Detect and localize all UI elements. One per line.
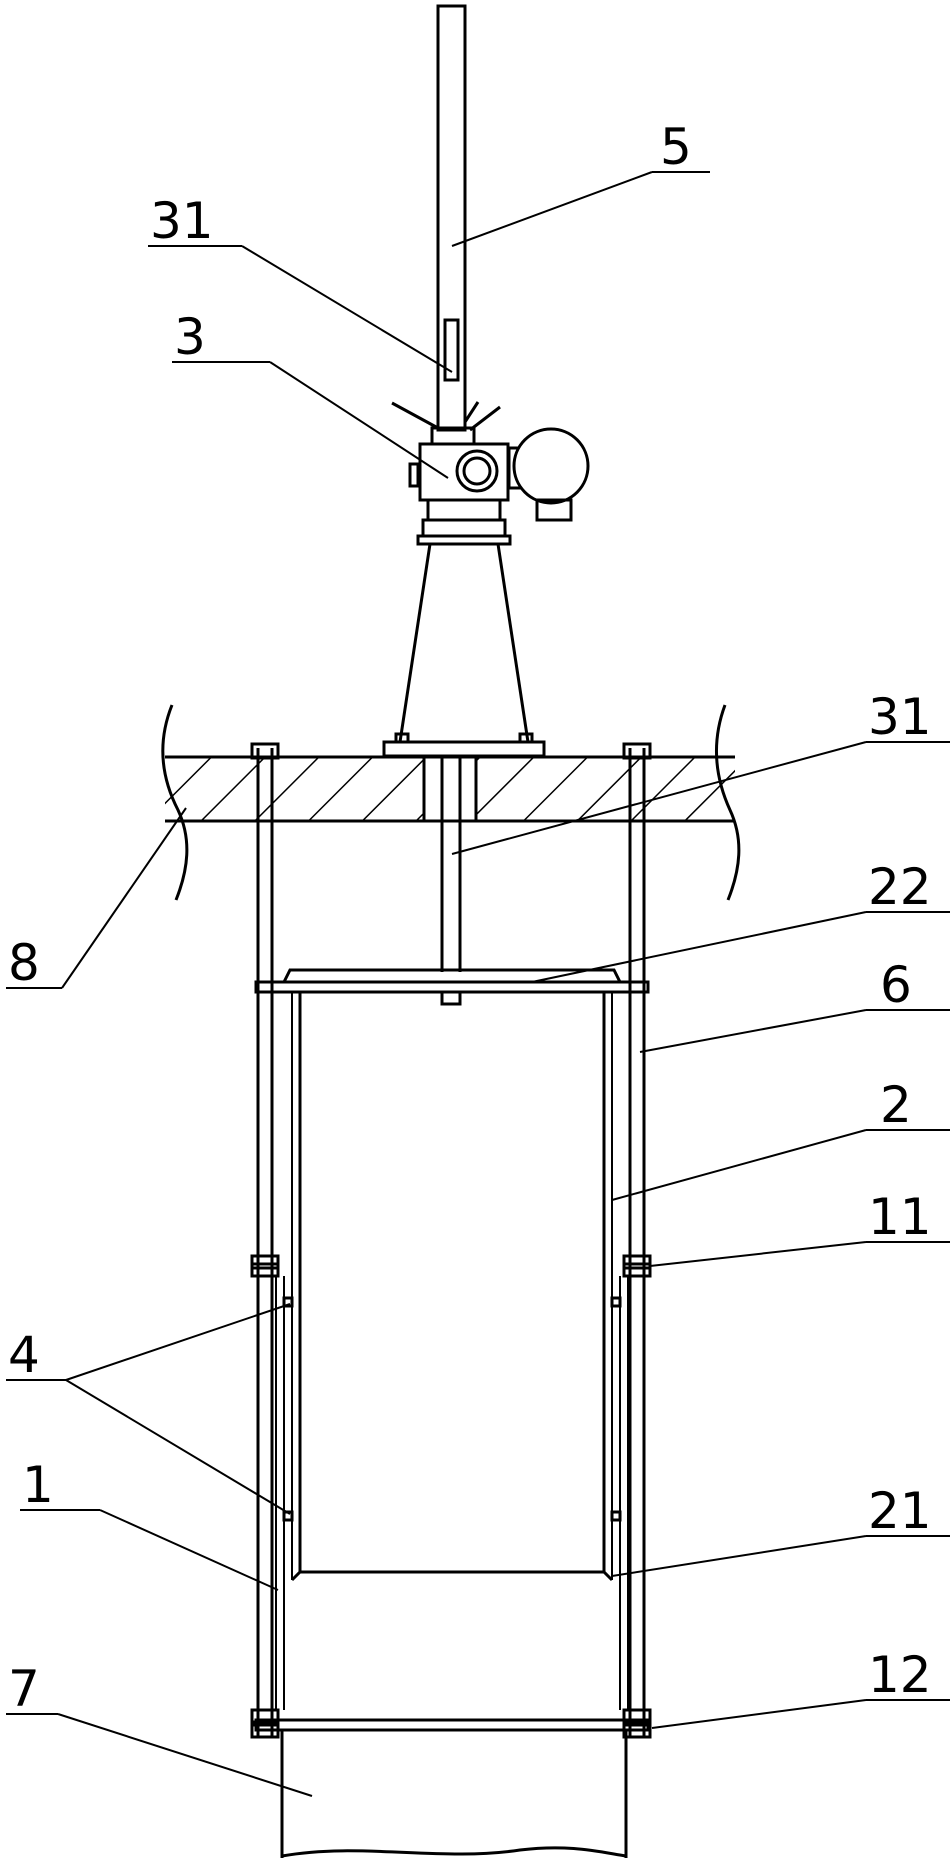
label-11: 11 xyxy=(868,1188,932,1246)
concrete-slab xyxy=(161,704,741,901)
actuator xyxy=(391,401,590,546)
label-21: 21 xyxy=(868,1482,932,1540)
reference-numerals: 5 31 3 31 22 8 6 2 11 4 1 21 12 7 xyxy=(8,118,932,1718)
bottom-flange xyxy=(254,1718,650,1732)
outer-sleeve xyxy=(275,1276,629,1710)
label-12: 12 xyxy=(868,1646,932,1704)
gate-top-plate xyxy=(254,968,650,1006)
stem xyxy=(440,756,462,972)
label-6: 6 xyxy=(880,956,912,1014)
label-7: 7 xyxy=(8,1660,40,1718)
label-22: 22 xyxy=(868,858,932,916)
tie-rod-left xyxy=(250,742,280,1739)
label-4: 4 xyxy=(8,1326,40,1384)
pipe xyxy=(280,1730,628,1858)
label-8: 8 xyxy=(8,934,40,992)
label-31-top: 31 xyxy=(150,192,214,250)
bracket xyxy=(382,543,546,758)
label-2: 2 xyxy=(880,1076,912,1134)
label-1: 1 xyxy=(22,1456,54,1514)
vertical-rod xyxy=(436,4,467,432)
label-31-mid: 31 xyxy=(868,688,932,746)
leader-lines xyxy=(6,171,950,1797)
inner-gate xyxy=(290,992,614,1582)
label-3: 3 xyxy=(174,308,206,366)
label-5: 5 xyxy=(660,118,692,176)
